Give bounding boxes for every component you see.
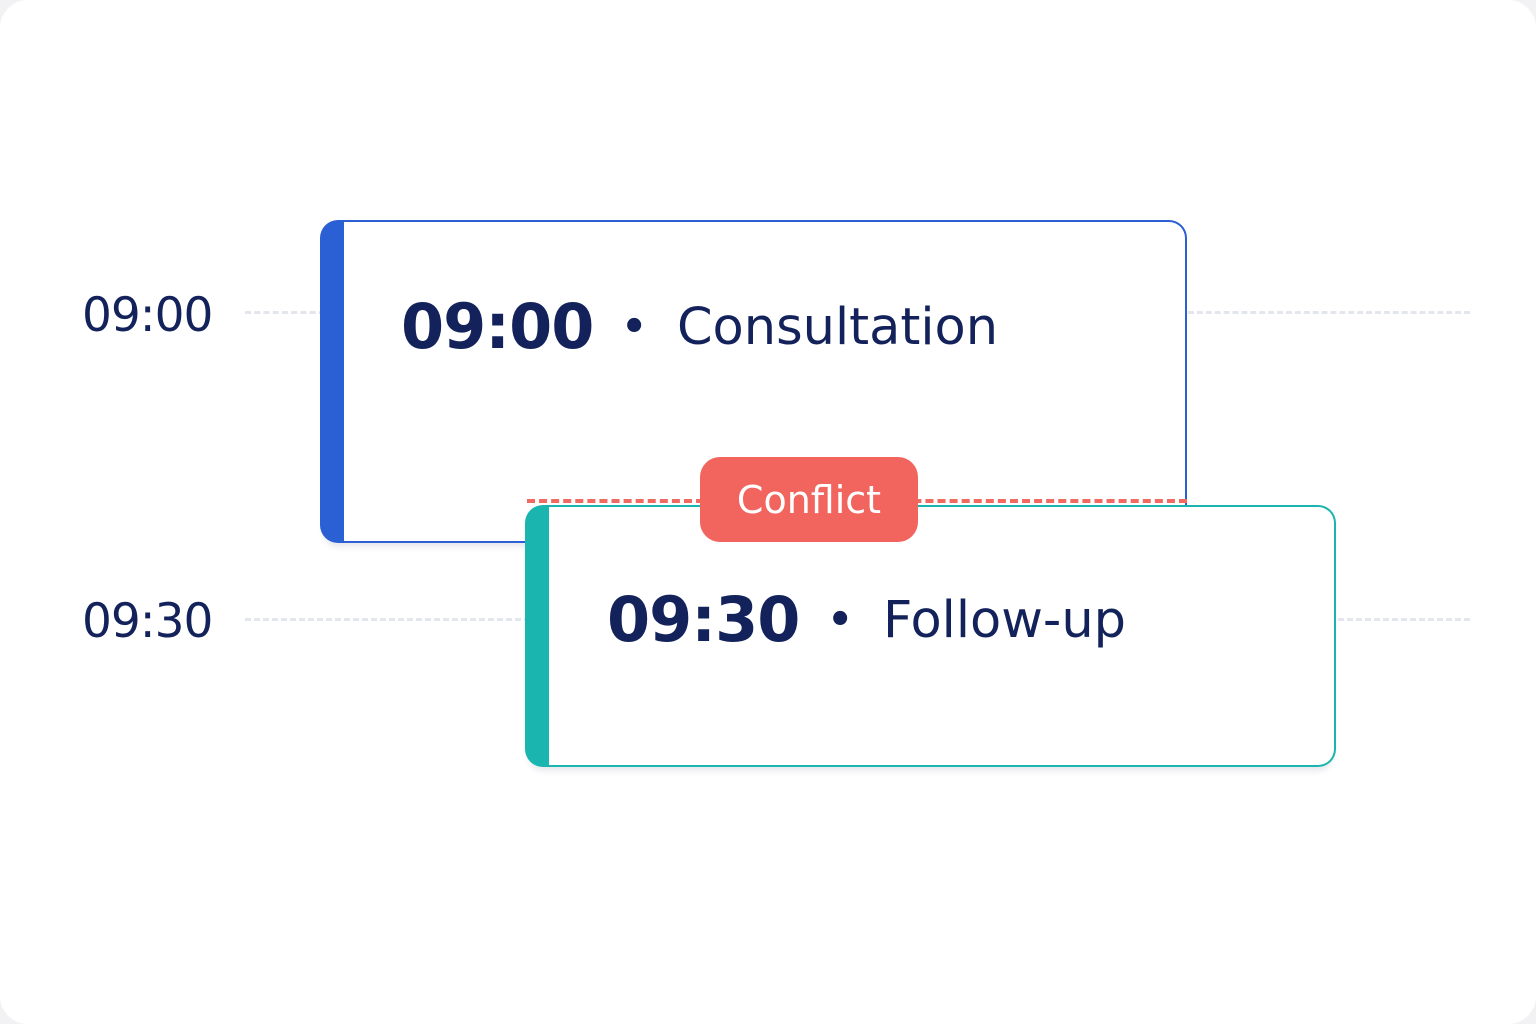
event-card-follow-up[interactable]: 09:30 • Follow-up — [525, 505, 1336, 767]
event-title-row: 09:00 • Consultation — [401, 296, 998, 358]
event-time: 09:00 — [401, 290, 594, 363]
time-gridline — [1188, 311, 1470, 314]
event-name: Consultation — [676, 297, 999, 357]
event-title-row: 09:30 • Follow-up — [607, 589, 1126, 651]
separator-dot: • — [621, 304, 647, 350]
separator-dot: • — [827, 597, 853, 643]
time-gridline — [245, 618, 530, 621]
time-gridline — [245, 311, 325, 314]
event-name: Follow-up — [882, 590, 1127, 650]
time-slot-label: 09:30 — [82, 594, 213, 649]
time-slot-label: 09:00 — [82, 288, 213, 343]
event-time: 09:30 — [607, 583, 800, 656]
conflict-badge[interactable]: Conflict — [700, 457, 918, 542]
time-gridline — [1338, 618, 1470, 621]
